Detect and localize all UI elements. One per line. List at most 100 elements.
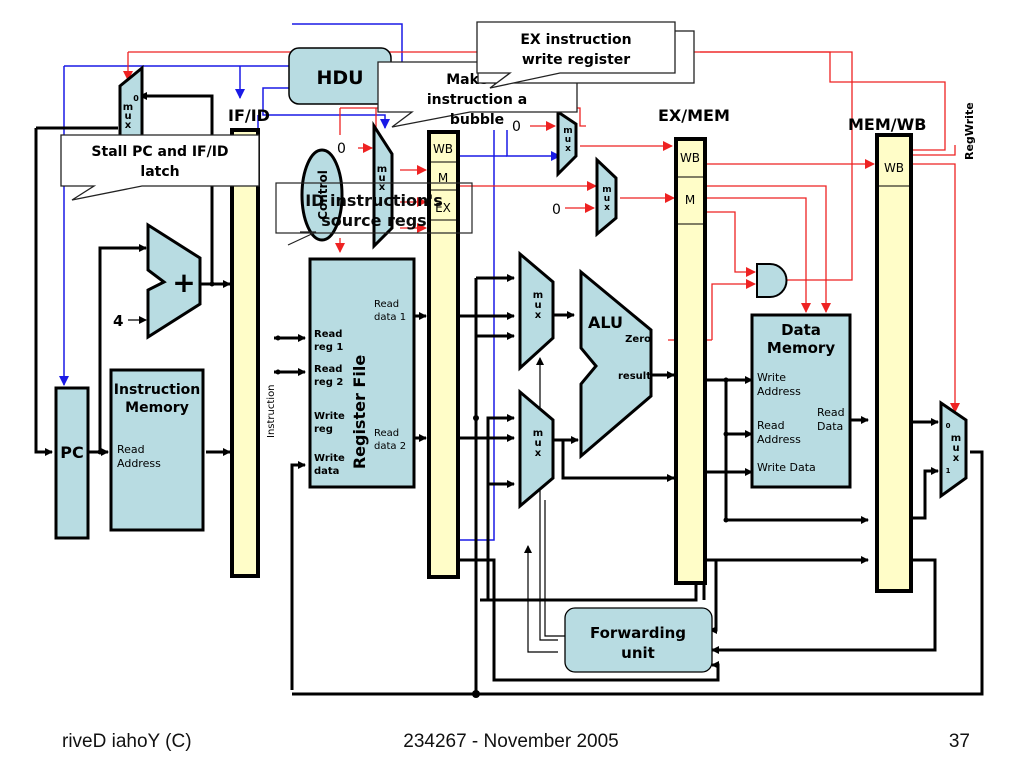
- ex-mem-m-field: M: [685, 193, 695, 207]
- register-file-port: reg: [314, 424, 333, 435]
- if-id-label: IF/ID: [228, 106, 270, 125]
- register-file: Register File Read reg 1 Read reg 2 Writ…: [308, 257, 416, 489]
- data-memory-port: Data: [817, 420, 843, 433]
- mux-label: m: [951, 433, 961, 444]
- alu: ALU Zero result: [579, 268, 653, 460]
- register-file-port: Read: [374, 428, 399, 439]
- mux-label: u: [952, 443, 959, 454]
- mux-label: u: [534, 438, 541, 449]
- data-memory-port: Address: [757, 433, 801, 446]
- id-ex-wb-field: WB: [433, 142, 453, 156]
- alu-input-a-mux: m u x: [518, 250, 555, 372]
- hdu: HDU: [288, 47, 392, 105]
- adder-constant-4: 4: [113, 312, 123, 330]
- mux-label: m: [563, 126, 572, 136]
- mux-label: m: [123, 102, 133, 113]
- mux-label: u: [534, 300, 541, 311]
- mux-label: x: [535, 310, 542, 321]
- register-file-port: data 2: [374, 441, 406, 452]
- data-memory-port: Read: [817, 406, 845, 419]
- mux-label: u: [604, 194, 610, 204]
- footer-copyright: riveD iahoY (C): [62, 731, 192, 752]
- footer-course-date: 234267 - November 2005: [403, 731, 618, 752]
- datapath-wires: [34, 92, 984, 696]
- instruction-memory-title: Instruction: [114, 382, 200, 398]
- branch-and-gate: [756, 263, 788, 298]
- pc-label: PC: [60, 443, 83, 462]
- mem-wb-label: MEM/WB: [848, 115, 926, 134]
- id-ex-latch: WB M EX: [427, 130, 460, 579]
- mux-label: u: [378, 173, 385, 184]
- alu-title: ALU: [588, 313, 623, 332]
- data-memory-port: Write Data: [757, 461, 816, 474]
- control-mux-zero-input: 0: [337, 141, 346, 157]
- mem-wb-latch: WB: [875, 133, 913, 593]
- mux-label: m: [377, 164, 387, 175]
- register-file-port: Write: [314, 453, 345, 464]
- data-memory-title: Memory: [767, 339, 835, 357]
- instruction-memory: Instruction Memory Read Address: [109, 368, 205, 532]
- data-memory-port: Address: [757, 385, 801, 398]
- register-file-port: Read: [314, 364, 342, 375]
- forwarding-unit: Forwarding unit: [564, 607, 713, 673]
- if-id-latch: [230, 128, 260, 578]
- regwrite-label: RegWrite: [963, 102, 976, 160]
- alu-result-label: result: [618, 371, 651, 382]
- wb-mux-input-0: 0: [946, 422, 951, 430]
- mux-label: x: [379, 182, 386, 193]
- register-file-port: Read: [314, 329, 342, 340]
- mux-label: x: [953, 453, 960, 464]
- forwarding-unit-title: unit: [621, 644, 655, 662]
- pc-register: PC: [54, 386, 90, 540]
- mux-label: m: [533, 428, 543, 439]
- ex-mem-latch: WB M: [674, 137, 707, 585]
- data-memory: Data Memory Write Address Read Address W…: [750, 313, 852, 489]
- ex-mem-label: EX/MEM: [658, 106, 730, 125]
- mux-label: x: [604, 203, 610, 213]
- callout-stall-pc-line: latch: [140, 164, 179, 180]
- mem-wb-wb-field: WB: [884, 161, 904, 175]
- callout-stall-pc: Stall PC and IF/ID latch: [60, 134, 260, 201]
- instruction-memory-port: Address: [117, 457, 161, 470]
- register-file-port: data 1: [374, 312, 406, 323]
- mux-label: x: [535, 448, 542, 459]
- callout-source-regs-line: source regs: [321, 211, 426, 230]
- mux-label: m: [533, 290, 543, 301]
- instruction-memory-title: Memory: [125, 400, 189, 416]
- register-file-title: Register File: [350, 355, 369, 469]
- control-bubble-mux: m u x: [372, 120, 394, 250]
- data-memory-title: Data: [781, 321, 821, 339]
- adder-plus-symbol: +: [172, 266, 195, 299]
- id-ex-m-field: M: [438, 171, 448, 185]
- ex-m-mux-zero-input: 0: [552, 202, 561, 218]
- pc-mux-input-0: 0: [133, 94, 139, 103]
- ex-mem-wb-field: WB: [680, 151, 700, 165]
- forwarding-unit-title: Forwarding: [590, 624, 686, 642]
- callout-ex-write-register-line: EX instruction: [520, 32, 631, 48]
- callout-make-bubble-line: bubble: [450, 112, 504, 128]
- wire-junctions: [97, 281, 729, 698]
- id-ex-ex-field: EX: [435, 201, 451, 215]
- callout-make-bubble-line: instruction a: [427, 92, 527, 108]
- mux-label: x: [125, 120, 132, 131]
- register-file-port: Read: [374, 299, 399, 310]
- mux-label: u: [565, 135, 571, 145]
- instruction-memory-port: Read: [117, 443, 145, 456]
- mux-label: m: [602, 185, 611, 195]
- callout-stall-pc-line: Stall PC and IF/ID: [91, 144, 228, 160]
- callout-source-regs-line: ID instruction's: [305, 191, 443, 210]
- register-file-port: reg 1: [314, 342, 343, 353]
- writeback-mux: 0 1 m u x: [939, 400, 968, 499]
- footer-page-number: 37: [949, 731, 970, 752]
- instruction-wire-label: Instruction: [266, 384, 277, 438]
- register-file-port: Write: [314, 411, 345, 422]
- pc-adder: +: [146, 222, 202, 340]
- alu-input-b-mux: m u x: [518, 388, 555, 510]
- register-file-port: reg 2: [314, 377, 343, 388]
- data-memory-port: Read: [757, 419, 785, 432]
- wb-mux-input-1: 1: [946, 467, 951, 475]
- control-lines: [123, 51, 960, 413]
- callout-ex-write-register-line: write register: [522, 52, 630, 68]
- callout-ex-write-register: EX instruction write register: [476, 21, 695, 89]
